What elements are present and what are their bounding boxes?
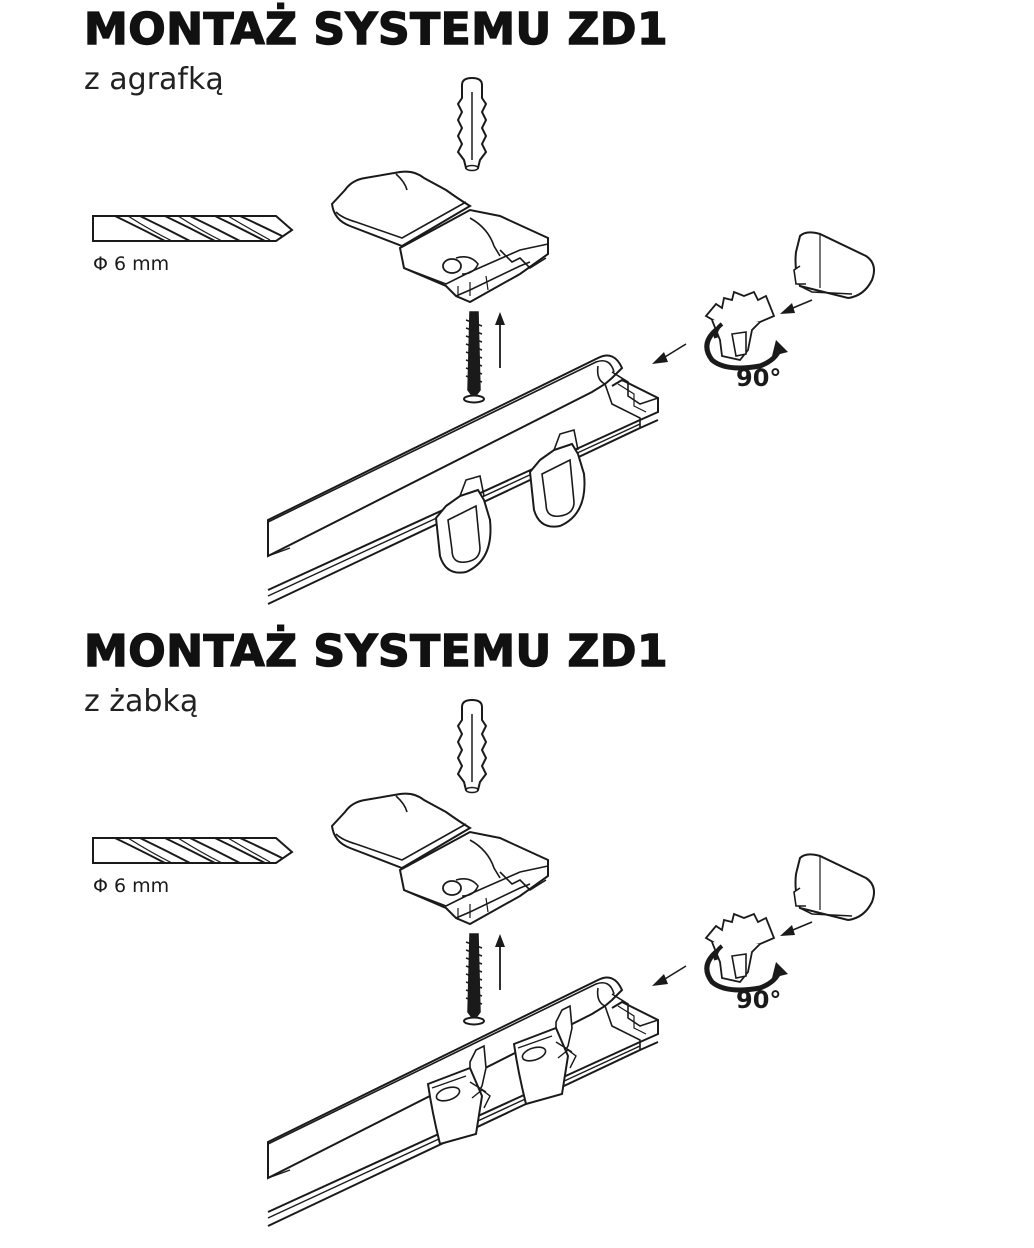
- agrafka-hook-icon: [529, 429, 586, 528]
- end-cap-icon: [793, 853, 875, 921]
- screw-icon: [463, 311, 485, 404]
- ceiling-bracket-icon: [331, 170, 549, 303]
- drill-diameter-label: Φ 6 mm: [93, 253, 169, 275]
- assembly-illustration-agrafka: Φ 6 mm 90°: [92, 77, 875, 605]
- agrafka-hook-icon: [435, 475, 492, 574]
- end-cap-icon: [793, 231, 875, 299]
- section-subtitle: z żabką: [84, 684, 199, 719]
- drill-bit-icon: [92, 837, 293, 864]
- screw-icon: [463, 933, 485, 1026]
- rotating-runner-icon: [706, 914, 788, 990]
- section-title: MONTAŻ SYSTEMU ZD1: [83, 3, 669, 55]
- rotating-runner-icon: [706, 292, 788, 368]
- ceiling-bracket-icon: [331, 792, 549, 925]
- rotation-angle-label: 90°: [736, 364, 781, 392]
- section-subtitle: z agrafką: [84, 62, 224, 97]
- wall-plug-icon: [457, 77, 487, 172]
- assembly-illustration-zabka: Φ 6 mm 90°: [92, 699, 875, 1227]
- assembly-section-zabka: Φ 6 mm 90° MONTAŻ SYSTEMU ZD1 z żabką: [0, 622, 1034, 1246]
- up-arrow-icon: [494, 933, 506, 991]
- section-title: MONTAŻ SYSTEMU ZD1: [83, 625, 669, 677]
- rotation-angle-label: 90°: [736, 986, 781, 1014]
- drill-bit-icon: [92, 215, 293, 242]
- up-arrow-icon: [494, 311, 506, 369]
- assembly-section-agrafka: Φ 6 mm 90° MONTAŻ SYSTEMU ZD1 z agrafką: [83, 3, 875, 605]
- wall-plug-icon: [457, 699, 487, 794]
- drill-diameter-label: Φ 6 mm: [93, 875, 169, 897]
